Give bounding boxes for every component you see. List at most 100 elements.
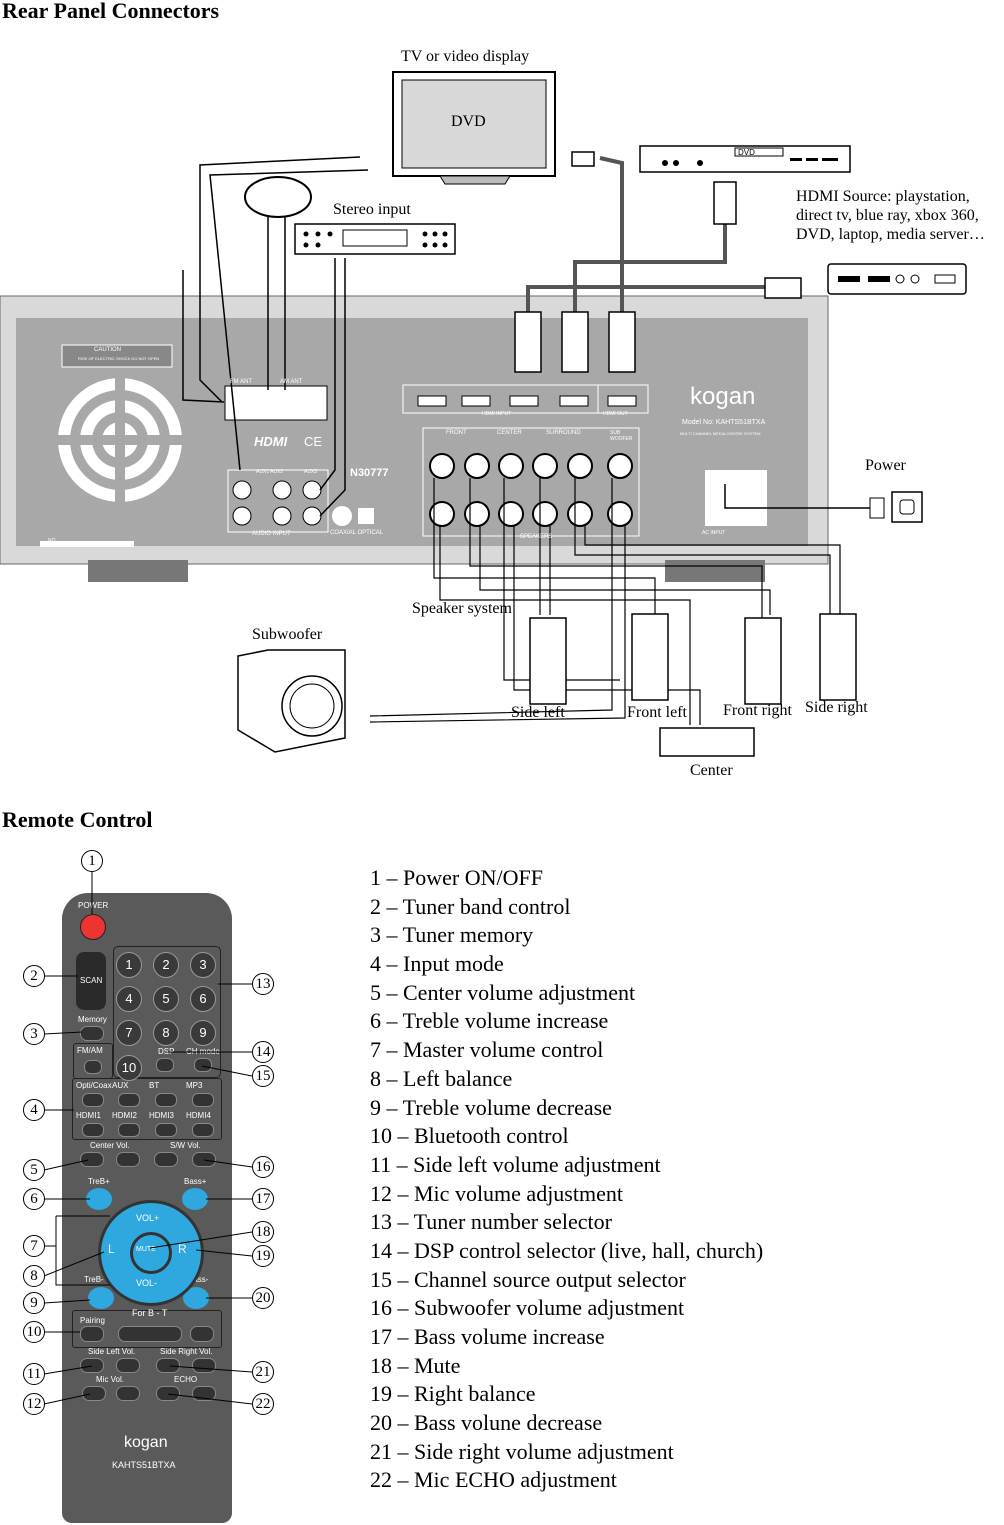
digit-button[interactable]: 8 (153, 1020, 179, 1046)
source-label: HDMI4 (186, 1111, 211, 1120)
side-left-plus[interactable] (116, 1358, 140, 1373)
stereo-input-device (294, 223, 456, 255)
callout-7: 7 (23, 1235, 45, 1257)
panel-caution: CAUTION (94, 347, 121, 353)
sw-vol-plus[interactable] (192, 1152, 216, 1167)
source-label: AUX (112, 1081, 129, 1090)
side-right-vol-label: Side Right Vol. (160, 1347, 213, 1356)
hdmi-plugs (514, 151, 802, 373)
digit-button[interactable]: 2 (153, 952, 179, 978)
source-button[interactable] (118, 1123, 140, 1137)
legend-item: 9 – Treble volume decrease (370, 1094, 612, 1120)
callout-9: 9 (23, 1292, 45, 1314)
treb-plus-label: TreB+ (88, 1177, 110, 1186)
source-button[interactable] (155, 1123, 177, 1137)
subwoofer-box (237, 649, 346, 753)
treb-minus-button[interactable] (88, 1287, 114, 1309)
source-button[interactable] (192, 1123, 214, 1137)
side-left-minus[interactable] (80, 1358, 104, 1373)
panel-ce: CE (304, 434, 323, 449)
panel-fm-ant: FM ANT (230, 379, 252, 385)
scan-rocker[interactable] (76, 952, 106, 1010)
power-button[interactable] (80, 914, 106, 940)
echo-minus[interactable] (156, 1386, 180, 1401)
digit-button[interactable]: 10 (116, 1055, 142, 1081)
memory-button[interactable] (80, 1026, 104, 1041)
callout-15: 15 (252, 1065, 274, 1087)
track-buttons[interactable] (118, 1326, 182, 1342)
source-button[interactable] (82, 1123, 104, 1137)
power-label-remote: POWER (78, 901, 109, 910)
bass-minus-label: Bass- (188, 1275, 209, 1284)
chmode-button[interactable] (194, 1058, 212, 1072)
sw-vol-minus[interactable] (154, 1152, 178, 1167)
panel-model-sub: MULTI CHANNEL MEDIA CENTRE SYSTEM (680, 431, 761, 436)
center-vol-plus[interactable] (116, 1152, 140, 1167)
side-right-minus[interactable] (156, 1358, 180, 1373)
mic-vol-minus[interactable] (82, 1386, 106, 1401)
speaker-front-left-label: Front left (627, 704, 687, 721)
digit-pad (113, 946, 221, 1078)
panel-aux2: AUX2 (270, 469, 284, 475)
fmam-button[interactable] (84, 1060, 102, 1074)
panel-aux3: AUX3 (304, 469, 318, 475)
panel-no: NO. (48, 538, 57, 544)
vol-minus-label: VOL- (136, 1278, 158, 1288)
play-pause-button[interactable] (190, 1326, 214, 1342)
legend-item: 3 – Tuner memory (370, 922, 534, 948)
source-button[interactable] (82, 1093, 104, 1107)
source-button[interactable] (155, 1093, 177, 1107)
callout-17: 17 (252, 1188, 274, 1210)
digit-button[interactable]: 4 (116, 986, 142, 1012)
callout-12: 12 (23, 1393, 45, 1415)
dvd-player (639, 145, 851, 173)
panel-aux1: AUX1 (256, 469, 270, 475)
panel-speakers: SPEAKERS (520, 534, 553, 540)
treb-plus-button[interactable] (86, 1188, 112, 1210)
source-button[interactable] (118, 1093, 140, 1107)
digit-button[interactable]: 6 (190, 986, 216, 1012)
digit-button[interactable]: 9 (190, 1020, 216, 1046)
digit-button[interactable]: 3 (190, 952, 216, 978)
pairing-button[interactable] (80, 1326, 104, 1342)
callout-13: 13 (252, 973, 274, 995)
legend-item: 22 – Mic ECHO adjustment (370, 1467, 617, 1493)
tv-screen-text: DVD (451, 113, 486, 130)
legend-item: 18 – Mute (370, 1352, 461, 1378)
bass-minus-button[interactable] (183, 1287, 209, 1309)
echo-label: ECHO (174, 1375, 198, 1384)
stereo-input-label: Stereo input (333, 201, 411, 218)
callout-10: 10 (23, 1321, 45, 1343)
speaker-system-label: Speaker system (412, 600, 512, 617)
digit-button[interactable]: 1 (116, 952, 142, 978)
source-label: Opti/Coax (76, 1081, 112, 1090)
hdmi-source-label: HDMI Source: playstation, direct tv, blu… (796, 188, 985, 243)
callout-leaders (43, 872, 253, 1405)
mic-vol-plus[interactable] (116, 1386, 140, 1401)
bass-plus-button[interactable] (182, 1188, 208, 1210)
pairing-label: Pairing (80, 1316, 105, 1325)
sw-vol-label: S/W Vol. (170, 1141, 201, 1150)
remote-control-title: Remote Control (2, 807, 153, 832)
bt-panel (72, 1310, 222, 1348)
power-plug (869, 491, 923, 523)
digit-button[interactable]: 7 (116, 1020, 142, 1046)
legend-item: 17 – Bass volume increase (370, 1324, 605, 1349)
mic-vol-label: Mic Vol. (96, 1375, 125, 1384)
callout-22: 22 (252, 1393, 274, 1415)
power-label: Power (865, 457, 906, 474)
center-vol-minus[interactable] (80, 1152, 104, 1167)
callout-6: 6 (23, 1188, 45, 1210)
panel-group-sub: SUB WOOFER (610, 430, 633, 442)
tv-label: TV or video display (401, 48, 530, 65)
subwoofer-label: Subwoofer (252, 626, 323, 643)
panel-hdmi-input: HDMI INPUT (482, 411, 512, 417)
digit-button[interactable]: 5 (153, 986, 179, 1012)
legend-item: 13 – Tuner number selector (370, 1209, 612, 1235)
source-button[interactable] (192, 1093, 214, 1107)
mute-button[interactable] (130, 1232, 172, 1274)
dsp-button[interactable] (156, 1058, 174, 1072)
treb-minus-label: TreB- (84, 1275, 104, 1284)
legend-item: 19 – Right balance (370, 1381, 536, 1407)
panel-model: Model No: KAHTS51BTXA (682, 419, 766, 426)
